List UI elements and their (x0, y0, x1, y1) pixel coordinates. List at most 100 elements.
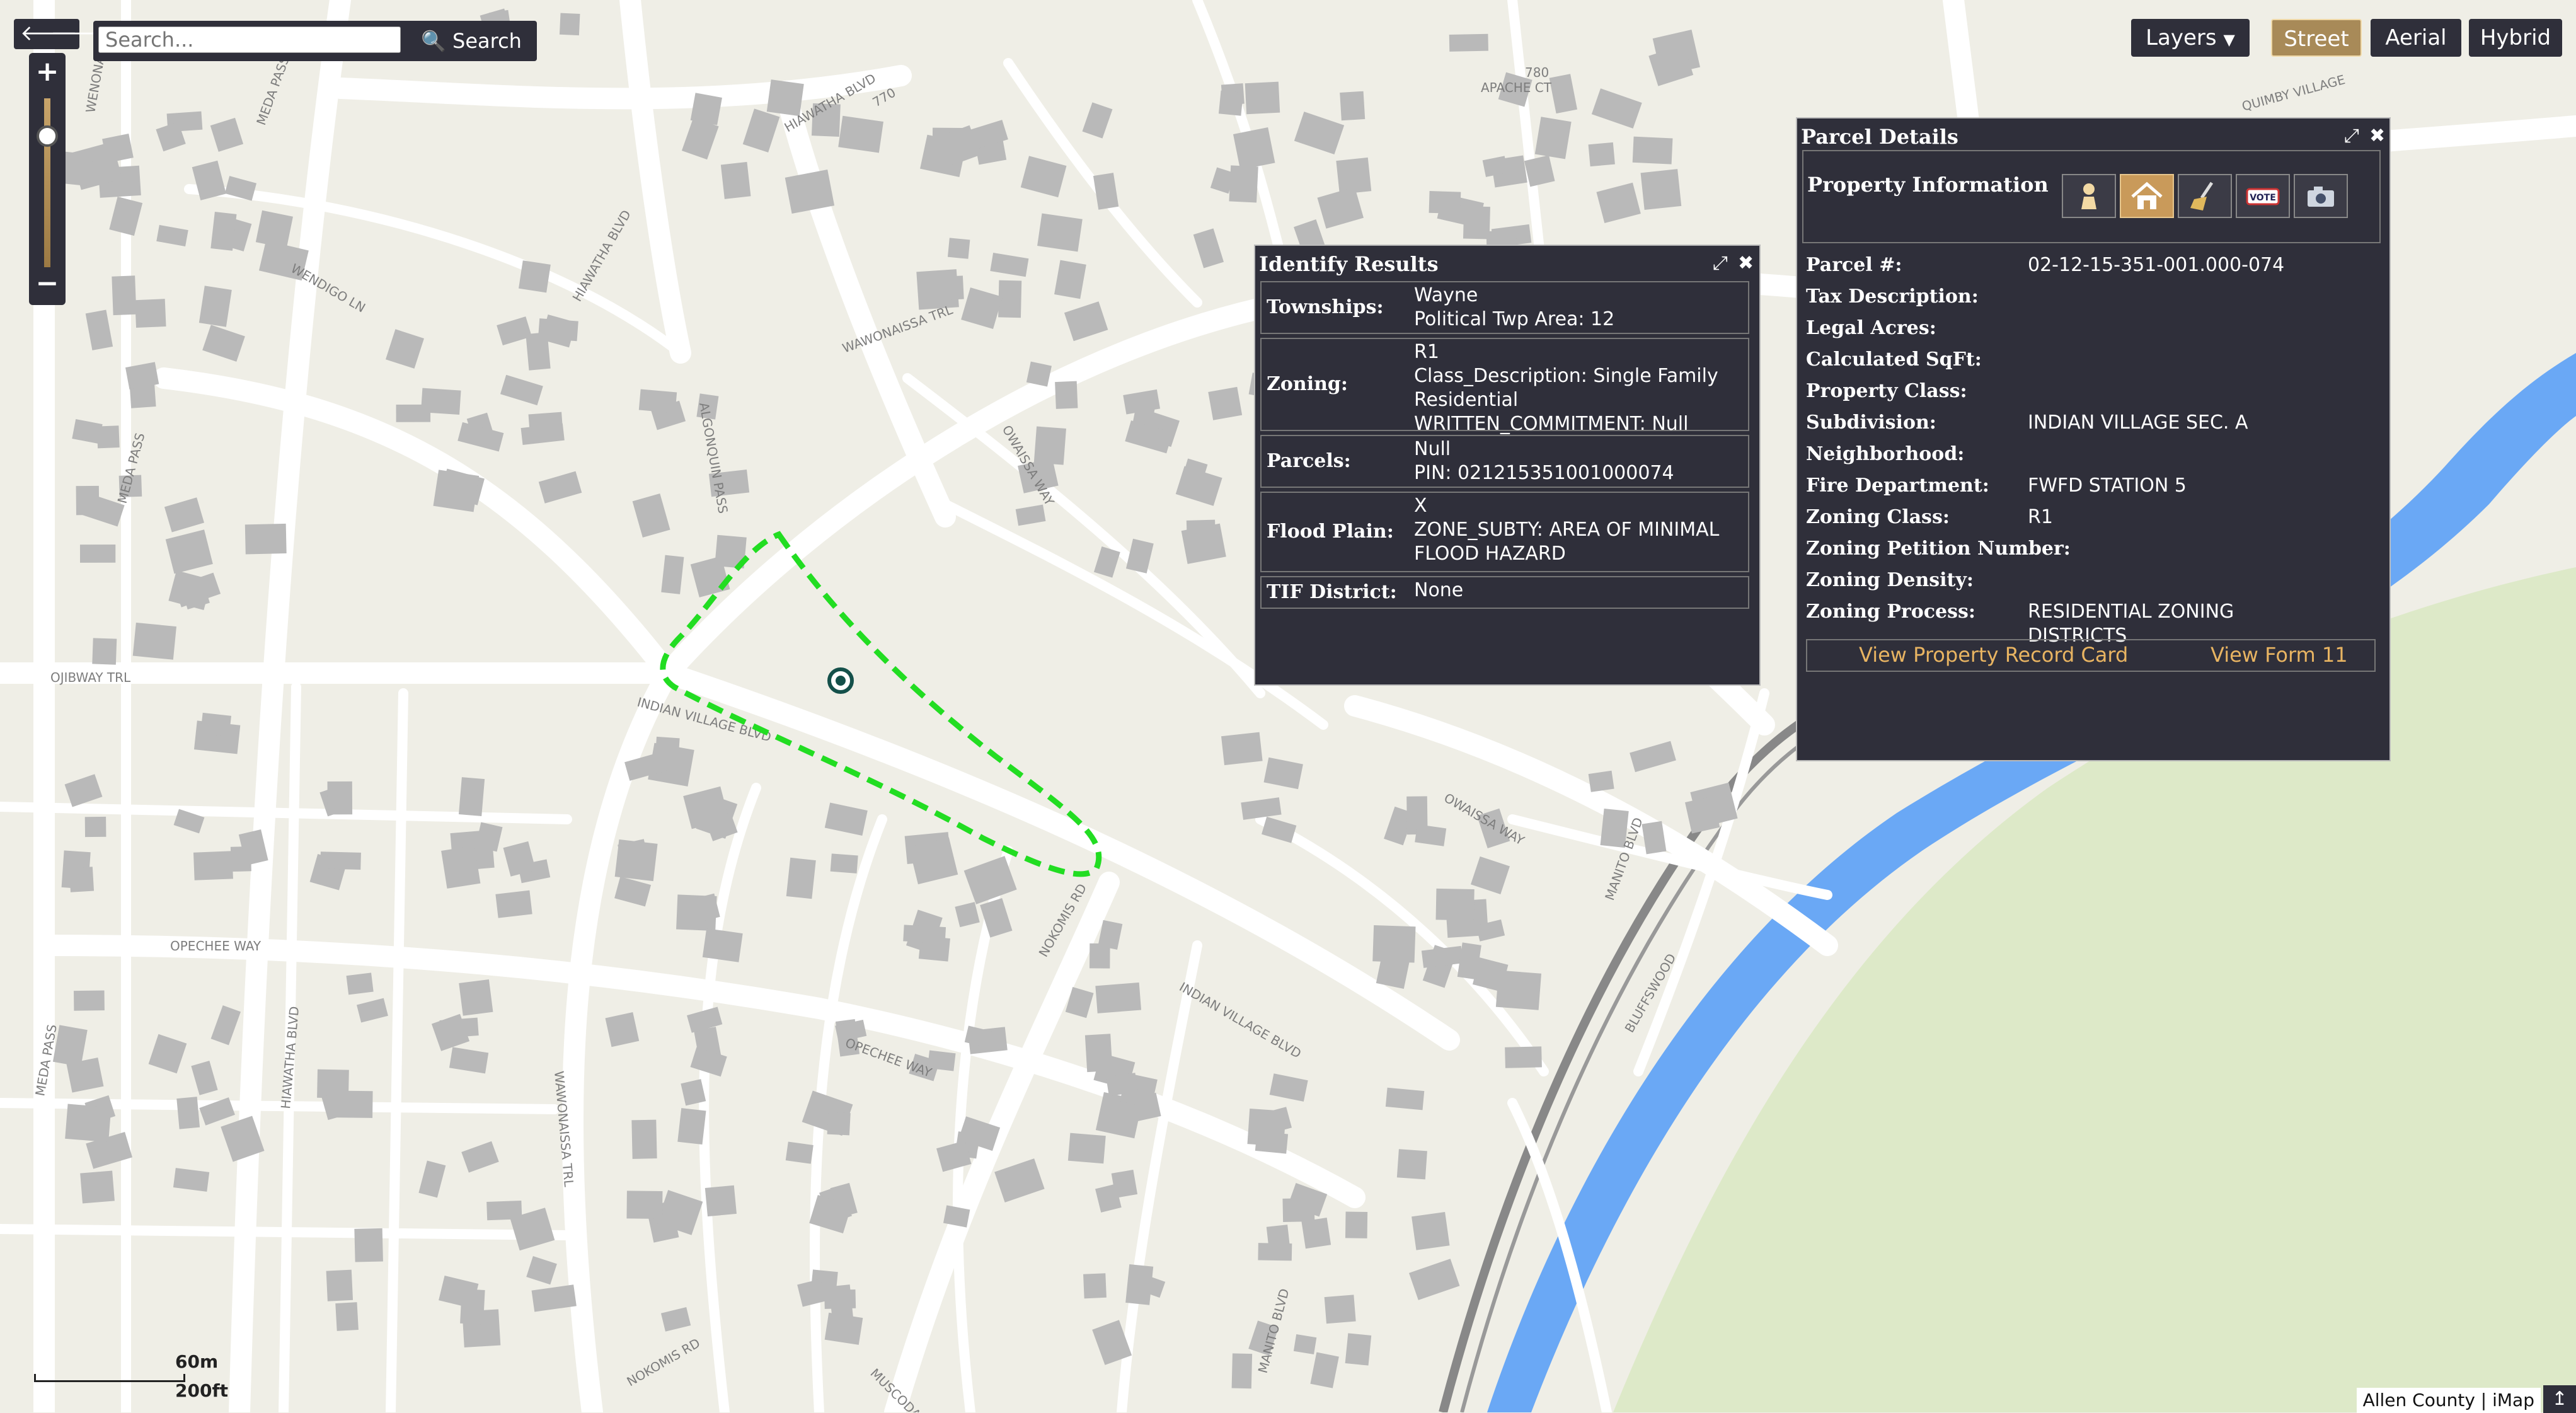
building (1640, 169, 1682, 210)
building (85, 309, 113, 350)
building (244, 523, 287, 555)
building (624, 751, 670, 781)
building (1065, 987, 1094, 1018)
building (943, 1205, 970, 1228)
building (1505, 1046, 1542, 1068)
building (69, 867, 95, 892)
building (961, 287, 1003, 329)
view-form-11-link[interactable]: View Form 11 (2211, 643, 2348, 667)
building (1282, 1197, 1315, 1222)
building (210, 117, 244, 152)
camera-icon (2308, 187, 2334, 207)
back-arrow-icon[interactable]: 🡐 (20, 21, 78, 46)
parcel-field-row: Zoning Petition Number: (1806, 534, 2373, 566)
building (112, 275, 137, 316)
building (199, 1097, 235, 1126)
building (958, 1116, 1001, 1151)
search-button[interactable]: 🔍 Search (421, 21, 522, 61)
photo-tab[interactable] (2294, 174, 2348, 218)
layers-button[interactable]: Layers ▼ (2131, 19, 2250, 57)
building (1588, 770, 1614, 792)
identify-row-label: Zoning: (1267, 373, 1348, 395)
park-area (1613, 567, 2576, 1412)
building (475, 822, 503, 852)
building (1064, 301, 1108, 342)
building (495, 890, 532, 918)
aerial-basemap-button[interactable]: Aerial (2371, 19, 2461, 57)
building (74, 990, 105, 1011)
identify-row: Flood Plain:X ZONE_SUBTY: AREA OF MINIMA… (1260, 492, 1749, 572)
building (164, 497, 205, 533)
expand-icon[interactable]: ⤢ (1713, 252, 1728, 274)
building (677, 1108, 706, 1145)
parcel-field-row: Calculated SqFt: (1806, 345, 2373, 377)
zoom-handle[interactable] (37, 125, 58, 147)
building (696, 393, 719, 420)
parcel-field-label: Neighborhood: (1806, 443, 1965, 465)
parcel-field-row: Legal Acres: (1806, 314, 2373, 345)
identify-row-value: Wayne Political Twp Area: 12 (1414, 284, 1615, 330)
building (980, 898, 1013, 938)
parcel-links: View Property Record Card View Form 11 (1806, 639, 2376, 672)
building (708, 469, 750, 497)
building (156, 122, 186, 152)
street-label: OJIBWAY TRL (50, 670, 131, 685)
building (660, 1306, 691, 1332)
parcel-details-panel: Parcel Details ⤢ ✖ Property Information … (1796, 117, 2391, 761)
building (92, 638, 117, 665)
street-basemap-button[interactable]: Street (2271, 19, 2362, 57)
building (1125, 420, 1173, 454)
building (541, 314, 577, 348)
parcel-field-label: Subdivision: (1806, 412, 1936, 434)
building (500, 374, 543, 406)
view-property-record-card-link[interactable]: View Property Record Card (1859, 643, 2129, 667)
building (605, 1012, 640, 1047)
building (449, 1047, 489, 1074)
zoom-out-button[interactable]: − (35, 267, 59, 299)
building (1591, 88, 1642, 129)
building (1055, 381, 1078, 409)
building (786, 857, 816, 899)
expand-icon[interactable]: ⤢ (2344, 125, 2359, 147)
close-icon[interactable]: ✖ (1738, 252, 1754, 274)
selected-parcel-outline (660, 531, 1102, 877)
building (335, 1302, 359, 1331)
building (192, 160, 226, 200)
zoom-track[interactable] (44, 98, 50, 267)
search-input[interactable] (98, 26, 401, 53)
building (1210, 167, 1235, 194)
zoom-slider[interactable]: + − (29, 53, 66, 305)
svg-text:VOTE: VOTE (2250, 193, 2276, 203)
parcel-field-label: Fire Department: (1806, 475, 1989, 497)
building (1476, 919, 1505, 942)
building (681, 1079, 706, 1106)
building (461, 1141, 499, 1173)
owner-tab[interactable] (2062, 174, 2116, 218)
building (255, 210, 293, 249)
caret-down-icon: ▼ (2223, 31, 2235, 49)
close-icon[interactable]: ✖ (2369, 125, 2386, 147)
parcel-field-value: R1 (2028, 506, 2053, 528)
broom-icon (2190, 182, 2214, 211)
building (1229, 165, 1258, 203)
building (1385, 1087, 1425, 1110)
hybrid-basemap-button[interactable]: Hybrid (2469, 19, 2562, 57)
building (210, 211, 237, 251)
building (125, 362, 159, 390)
building (1095, 1092, 1143, 1139)
building (742, 108, 780, 153)
building (182, 586, 210, 610)
building (1632, 136, 1673, 164)
voting-tab[interactable]: VOTE (2236, 174, 2290, 218)
building (1336, 157, 1372, 195)
building (531, 1284, 577, 1312)
collapse-up-icon[interactable]: ↥ (2543, 1385, 2576, 1413)
building (785, 169, 835, 214)
parcel-field-value: INDIAN VILLAGE SEC. A (2028, 412, 2248, 434)
building (132, 622, 176, 660)
property-tab[interactable] (2120, 174, 2174, 218)
zoom-in-button[interactable]: + (35, 55, 59, 88)
assessment-tab[interactable] (2178, 174, 2232, 218)
building (1376, 952, 1410, 989)
building (165, 529, 213, 574)
